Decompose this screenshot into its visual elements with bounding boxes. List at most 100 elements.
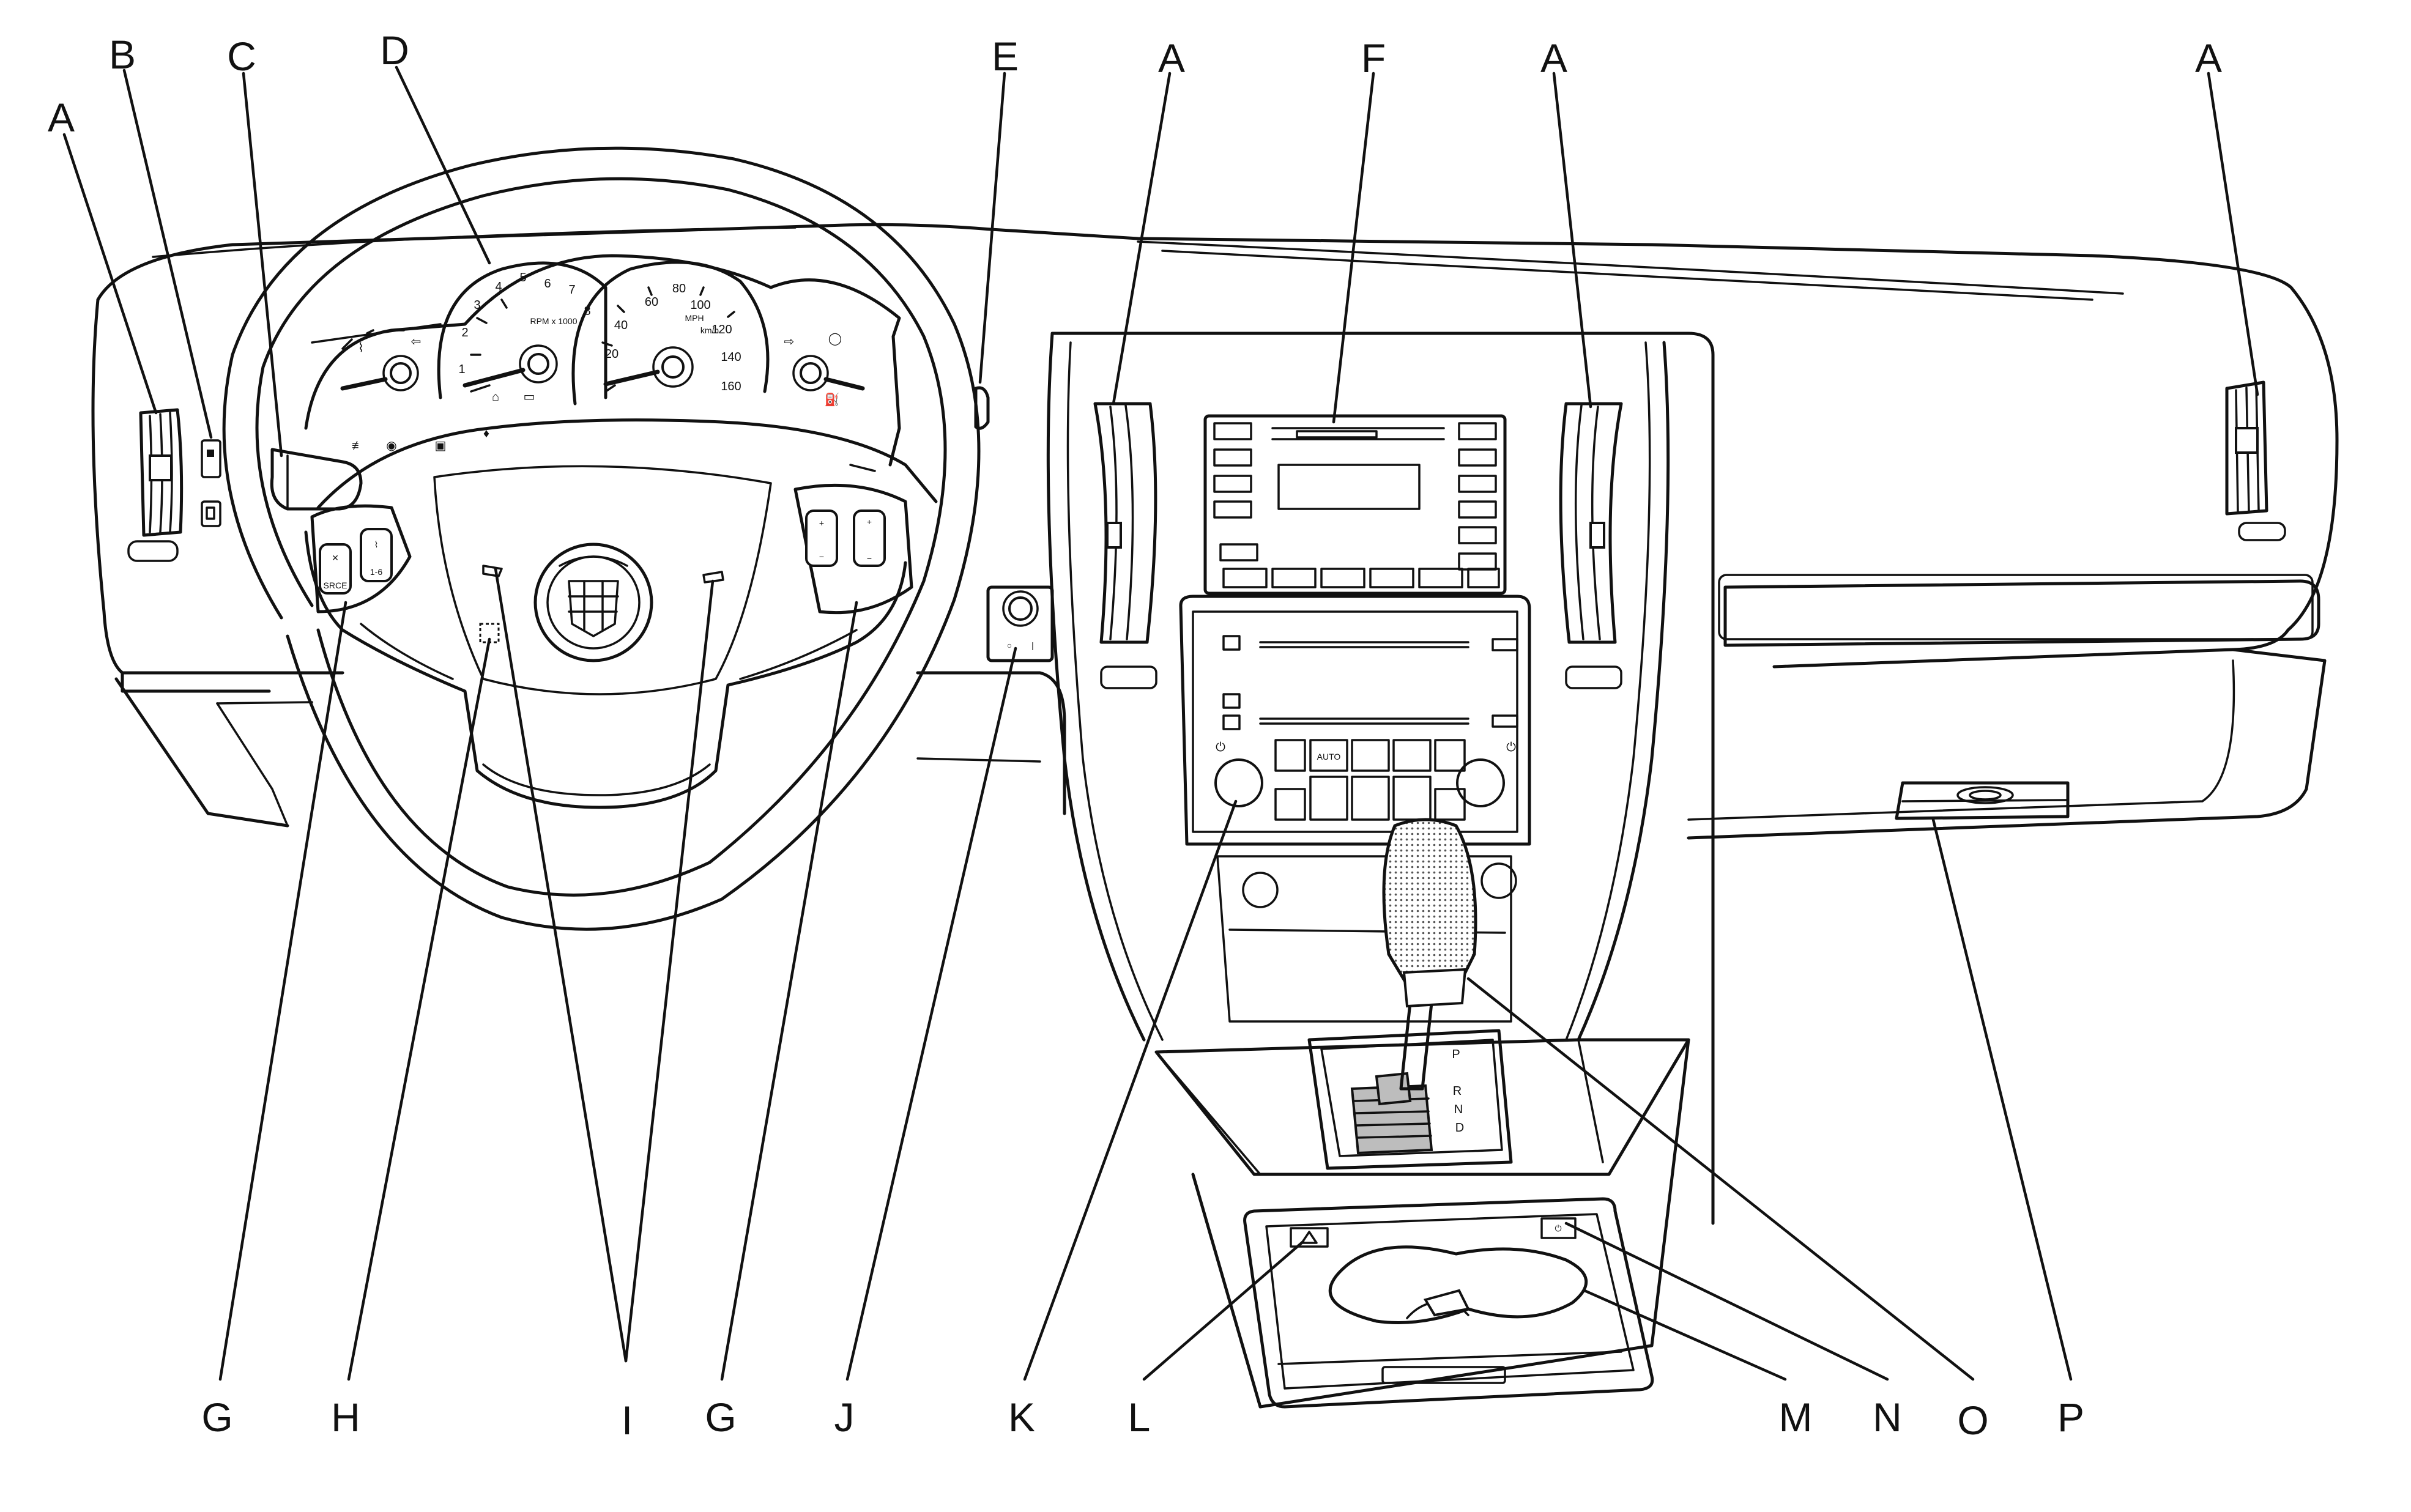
- src-button-text: SRCE: [324, 580, 347, 590]
- fuel-gauge: ⇨ ◯ ⛽: [784, 332, 865, 407]
- callout-o: O: [1957, 1398, 1988, 1443]
- callout-lines: [62, 65, 2259, 1381]
- tach-3: 3: [474, 298, 480, 312]
- speedo-120: 120: [711, 323, 732, 336]
- gear-d: D: [1455, 1121, 1464, 1135]
- callout-m: M: [1779, 1395, 1813, 1440]
- vent-left-outer: [127, 408, 184, 562]
- seek-plus: +: [867, 517, 872, 527]
- leader-k: [1023, 799, 1238, 1381]
- right-wheel-controls: + − + −: [793, 483, 913, 615]
- gear-p: P: [1452, 1048, 1460, 1061]
- auto-button-text: AUTO: [1317, 752, 1341, 762]
- leader-a4: [2207, 72, 2259, 396]
- instrument-cluster: ⌇ ⇦ 1 2 3 4 5 6 7 8 RPM x 1000 ⌂ ▭: [304, 254, 901, 467]
- leader-c: [242, 72, 283, 458]
- svg-text:⛽: ⛽: [825, 392, 840, 407]
- leader-b: [122, 69, 213, 439]
- tach-4: 4: [495, 280, 502, 294]
- steering-wheel: ✕ SRCE ⌇ 1-6 + − + −: [222, 146, 981, 931]
- preset-button-text: 1-6: [370, 567, 382, 577]
- radio-buttons: [1213, 422, 1500, 588]
- speedo-140: 140: [721, 350, 741, 364]
- svg-text:⇦: ⇦: [411, 335, 422, 349]
- svg-text:▭: ▭: [524, 390, 535, 404]
- leader-d: [395, 65, 491, 265]
- callout-h: H: [331, 1395, 360, 1440]
- leader-f: [1332, 72, 1375, 424]
- leader-j: [845, 647, 1017, 1381]
- callout-l: L: [1128, 1395, 1151, 1440]
- svg-text:○: ○: [1007, 640, 1012, 650]
- leader-e: [978, 72, 1006, 384]
- callout-g-left: G: [201, 1395, 232, 1440]
- callout-a-center-right: A: [1540, 35, 1567, 81]
- svg-text:|: |: [1031, 640, 1034, 650]
- callout-g-right: G: [705, 1395, 736, 1440]
- headlamp-knob: [974, 386, 990, 430]
- callout-a-right-outer: A: [2195, 35, 2222, 81]
- speedometer: 20 40 60 80 100 120 140 160 MPH km/h: [571, 261, 770, 406]
- leader-i-right: [624, 579, 715, 1363]
- dashboard-outline: [91, 223, 2339, 840]
- tach-6: 6: [544, 277, 551, 291]
- leader-g-right: [720, 601, 858, 1381]
- leader-m: [1583, 1289, 1787, 1381]
- leader-g-left: [218, 601, 347, 1381]
- svg-text:⌂: ⌂: [492, 390, 499, 404]
- speedo-60: 60: [645, 295, 658, 309]
- svg-text:⏻: ⏻: [1216, 741, 1225, 754]
- speedo-unit-bottom: km/h: [700, 325, 719, 335]
- temp-gauge: ⌇ ⇦: [340, 329, 422, 391]
- leader-l: [1142, 1240, 1305, 1381]
- callout-e: E: [992, 34, 1019, 79]
- console: P R N D ⏻: [1154, 818, 1690, 1409]
- svg-text:⌇: ⌇: [374, 539, 379, 549]
- callout-c: C: [227, 34, 256, 79]
- svg-text:◉: ◉: [386, 439, 396, 453]
- callout-p: P: [2057, 1395, 2084, 1440]
- svg-text:⇨: ⇨: [784, 335, 795, 349]
- tach-unit: RPM x 1000: [530, 316, 577, 326]
- gear-r: R: [1453, 1084, 1462, 1098]
- callout-a-center-left: A: [1158, 35, 1185, 81]
- leader-p: [1931, 818, 2073, 1381]
- svg-text:◯: ◯: [828, 332, 842, 346]
- gear-n: N: [1454, 1103, 1463, 1116]
- tach-2: 2: [461, 326, 468, 339]
- leader-h: [347, 637, 491, 1381]
- svg-text:♦: ♦: [483, 427, 489, 440]
- callout-k: K: [1008, 1395, 1035, 1440]
- climate-buttons: AUTO: [1274, 739, 1466, 821]
- vent-center-right: [1559, 402, 1623, 689]
- svg-text:⏻: ⏻: [1506, 741, 1516, 754]
- leader-n: [1564, 1221, 1889, 1381]
- callout-d: D: [380, 28, 409, 73]
- speedo-160: 160: [721, 380, 741, 393]
- svg-text:✕: ✕: [332, 553, 339, 563]
- callout-n: N: [1873, 1395, 1902, 1440]
- leader-a1: [62, 133, 158, 415]
- callout-b: B: [109, 32, 136, 77]
- left-switch-panel: [201, 439, 221, 527]
- callout-a-left-outer: A: [48, 95, 75, 140]
- seek-minus: −: [867, 554, 872, 563]
- speedo-unit-top: MPH: [685, 313, 704, 323]
- svg-text:⏻: ⏻: [1555, 1223, 1561, 1233]
- leader-a2: [1112, 72, 1172, 406]
- tach-1: 1: [458, 363, 465, 376]
- callout-letters: A B C D E A F A A G H I G J K L M N O P: [48, 28, 2222, 1443]
- leader-i-left: [494, 567, 628, 1363]
- callout-i: I: [622, 1398, 633, 1443]
- ignition-switch: ○ |: [986, 585, 1054, 662]
- vent-center-left: [1093, 402, 1157, 689]
- center-stack: ⏻ ⏻ AUTO: [1046, 332, 1715, 1225]
- tach-7: 7: [568, 283, 575, 297]
- tach-5: 5: [519, 271, 526, 284]
- speedo-40: 40: [614, 319, 628, 332]
- leader-a3: [1552, 72, 1592, 409]
- speedo-100: 100: [690, 298, 710, 312]
- speedo-20: 20: [605, 347, 619, 361]
- svg-text:≢: ≢: [352, 439, 364, 453]
